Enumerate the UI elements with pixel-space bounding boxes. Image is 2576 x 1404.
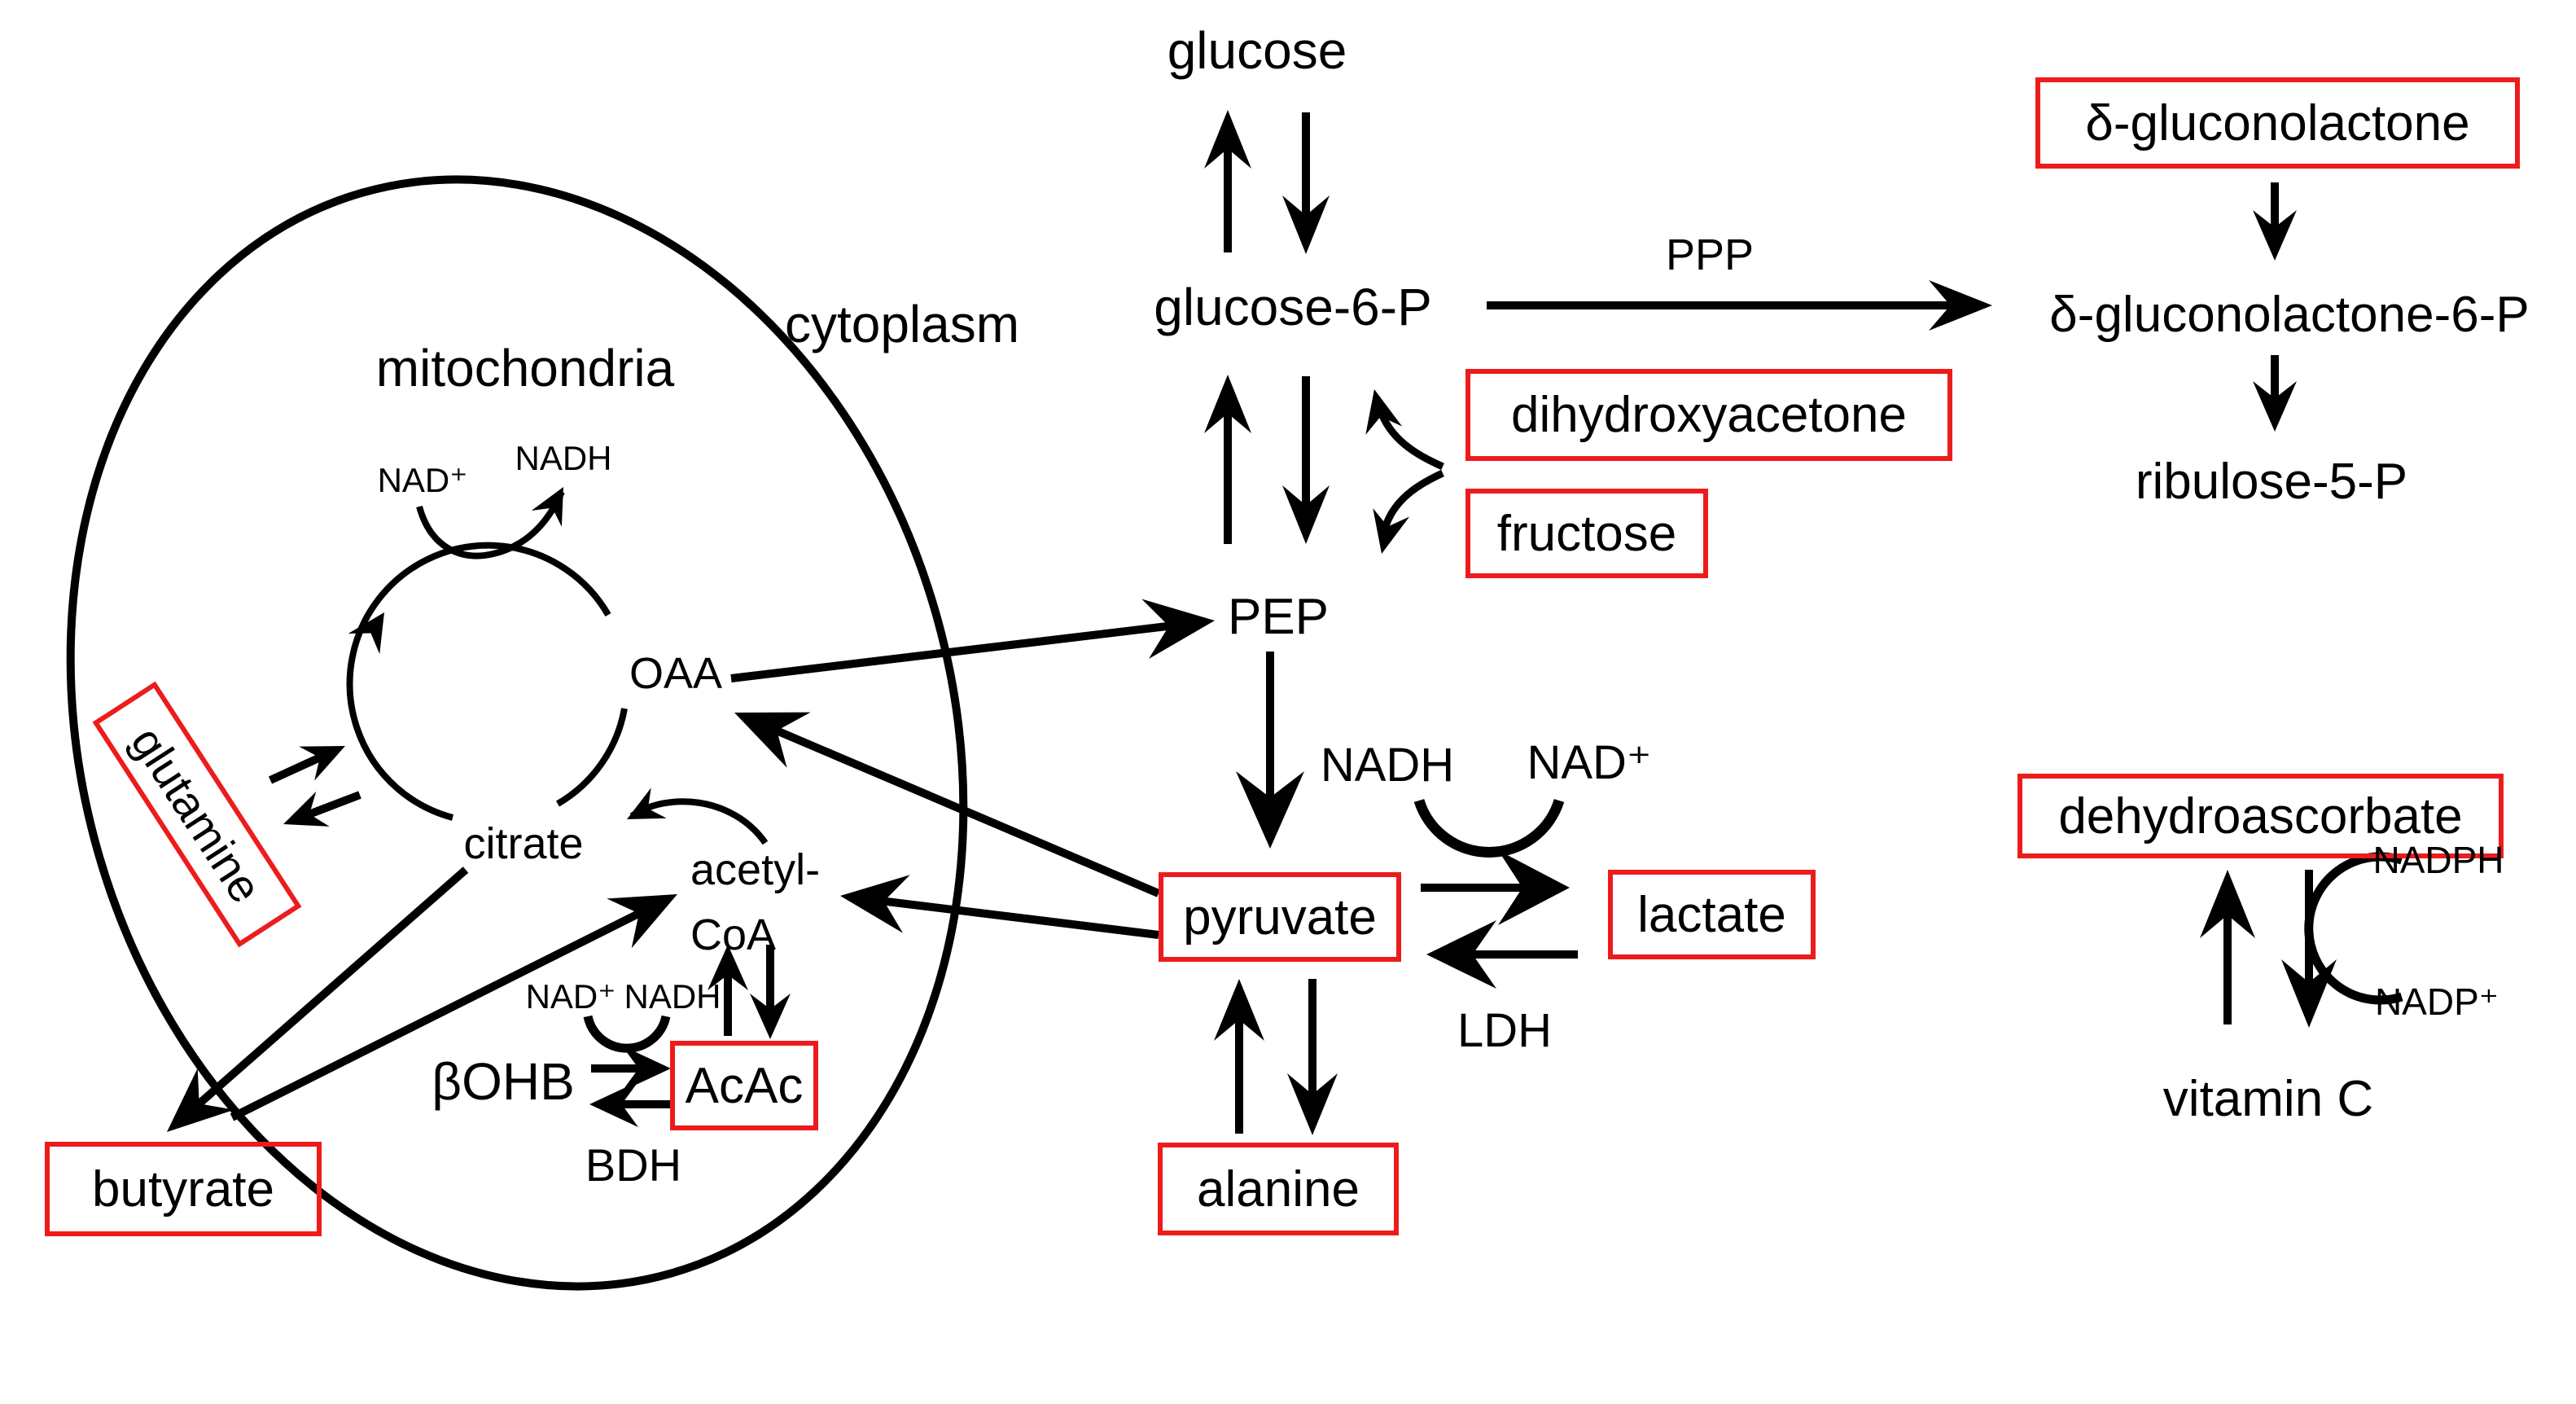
nadp-label: NADP⁺ xyxy=(2374,981,2499,1023)
node-butyrate-box: butyrate xyxy=(45,1142,322,1236)
alanine-to-pyruvate-head xyxy=(1214,979,1264,1041)
acac-to-bohb-head xyxy=(589,1082,638,1127)
oaa-to-pep-head xyxy=(1141,599,1215,659)
tca-to-glutamine-head xyxy=(283,791,330,827)
lactate-to-pyruvate-head xyxy=(1426,920,1496,989)
gluconolactone6p-to-ribulose-head xyxy=(2253,381,2297,432)
node-gluconolactone-box: δ-gluconolactone xyxy=(2035,77,2520,169)
citrate-to-butyrate-head xyxy=(167,1068,234,1132)
branch-down-curve xyxy=(1382,469,1444,528)
cytoplasm-label: cytoplasm xyxy=(784,295,1020,353)
pyruvate-to-oaa-head xyxy=(734,712,811,768)
glutamine-to-tca xyxy=(268,751,328,784)
branch-up-curve xyxy=(1378,412,1444,471)
pyruvate-to-lactate-head xyxy=(1498,850,1570,925)
node-vitamin-c: vitamin C xyxy=(2162,1071,2374,1127)
pep-to-pyruvate-head xyxy=(1236,771,1304,849)
nadh-tca-label: NADH xyxy=(515,439,612,477)
node-fructose-box: fructose xyxy=(1465,489,1708,578)
nad-ldh-label: NAD⁺ xyxy=(1527,736,1652,789)
nad-tca-label: NAD⁺ xyxy=(377,461,468,499)
tca-nadh-head xyxy=(531,487,563,527)
node-acac-box: AcAc xyxy=(670,1041,818,1130)
node-gluconolactone: δ-gluconolactone xyxy=(2085,94,2470,151)
node-glucose: glucose xyxy=(1167,21,1347,80)
node-pep: PEP xyxy=(1227,589,1330,645)
dehydroascorbate-to-vitaminc-head xyxy=(2281,959,2337,1028)
node-acac: AcAc xyxy=(685,1057,804,1114)
oaa-to-pep xyxy=(730,621,1181,682)
node-dihydroxyacetone: dihydroxyacetone xyxy=(1511,387,1907,443)
node-gluconolactone-6-p: δ-gluconolactone-6-P xyxy=(2049,287,2530,343)
tca-circle-main-arc xyxy=(346,542,611,821)
glucose-to-glucose6p-head xyxy=(1282,195,1330,254)
gluconolactone-down-head xyxy=(2253,210,2297,261)
node-oaa: OAA xyxy=(629,649,723,698)
butyrate-to-acetylcoa xyxy=(230,905,651,1121)
tca-cycle-direction-head xyxy=(348,612,384,655)
pyruvate-to-acetylcoa-head xyxy=(840,875,910,933)
acetyl-coa-line2: CoA xyxy=(690,910,777,959)
node-lactate-box: lactate xyxy=(1608,870,1816,959)
node-ribulose-5-p: ribulose-5-P xyxy=(2135,454,2408,510)
branch-up-head xyxy=(1365,389,1403,435)
acetylcoa-citrate-head xyxy=(627,788,667,819)
mitochondria-ellipse xyxy=(66,175,968,1291)
pyruvate-to-oaa xyxy=(764,722,1160,897)
bdh-enzyme-label: BDH xyxy=(585,1139,682,1191)
butyrate-to-acetylcoa-head xyxy=(607,894,677,949)
node-dihydroxyacetone-box: dihydroxyacetone xyxy=(1465,369,1952,461)
tca-nad-nadh-arc xyxy=(416,490,565,559)
acac-to-acetylcoa-head xyxy=(708,945,748,990)
branch-down-head xyxy=(1373,508,1410,554)
node-glucose-6-p: glucose-6-P xyxy=(1154,278,1432,336)
node-dehydroascorbate-box: dehydroascorbate xyxy=(2017,774,2504,858)
node-alanine-box: alanine xyxy=(1158,1143,1399,1235)
node-pyruvate-box: pyruvate xyxy=(1159,872,1401,962)
bdh-cofactor-arc xyxy=(583,1015,671,1053)
nad-bdh-label: NAD⁺ xyxy=(525,977,616,1016)
ldh-cofactor-arc xyxy=(1413,799,1565,858)
ldh-enzyme-label: LDH xyxy=(1457,1004,1553,1057)
node-fructose: fructose xyxy=(1496,505,1677,562)
glucose6p-to-glucose-head xyxy=(1204,110,1251,169)
tca-circle-short-arc xyxy=(555,708,628,807)
nadph-label: NADPH xyxy=(2372,839,2504,881)
pyruvate-to-alanine-head xyxy=(1287,1073,1338,1135)
bohb-to-acac-head xyxy=(622,1046,671,1091)
node-citrate: citrate xyxy=(463,819,584,868)
acetyl-coa-line1: acetyl- xyxy=(690,845,821,894)
glucose6p-to-pep-head xyxy=(1282,485,1330,544)
vitaminc-to-dehydroascorbate-head xyxy=(2200,870,2255,938)
pyruvate-to-acetylcoa xyxy=(873,896,1159,939)
node-alanine: alanine xyxy=(1197,1160,1360,1218)
glucose6p-to-ppp-head xyxy=(1929,280,1992,331)
node-bohb: βOHB xyxy=(432,1052,575,1111)
node-butyrate: butyrate xyxy=(91,1160,275,1218)
node-acetyl-coa: acetyl- CoA xyxy=(690,837,820,967)
glutamine-to-tca-head xyxy=(299,746,345,781)
ppp-label: PPP xyxy=(1665,230,1755,279)
nadh-ldh-label: NADH xyxy=(1320,739,1455,792)
citrate-to-butyrate xyxy=(188,867,469,1114)
nadh-bdh-label: NADH xyxy=(624,977,721,1016)
pep-to-glucose6p-head xyxy=(1204,375,1251,433)
mitochondria-label: mitochondria xyxy=(375,339,675,397)
tca-to-glutamine xyxy=(301,791,361,821)
node-pyruvate: pyruvate xyxy=(1183,888,1377,946)
acetylcoa-to-acac-head xyxy=(750,994,791,1039)
node-lactate: lactate xyxy=(1637,886,1786,943)
node-dehydroascorbate: dehydroascorbate xyxy=(2058,788,2463,845)
